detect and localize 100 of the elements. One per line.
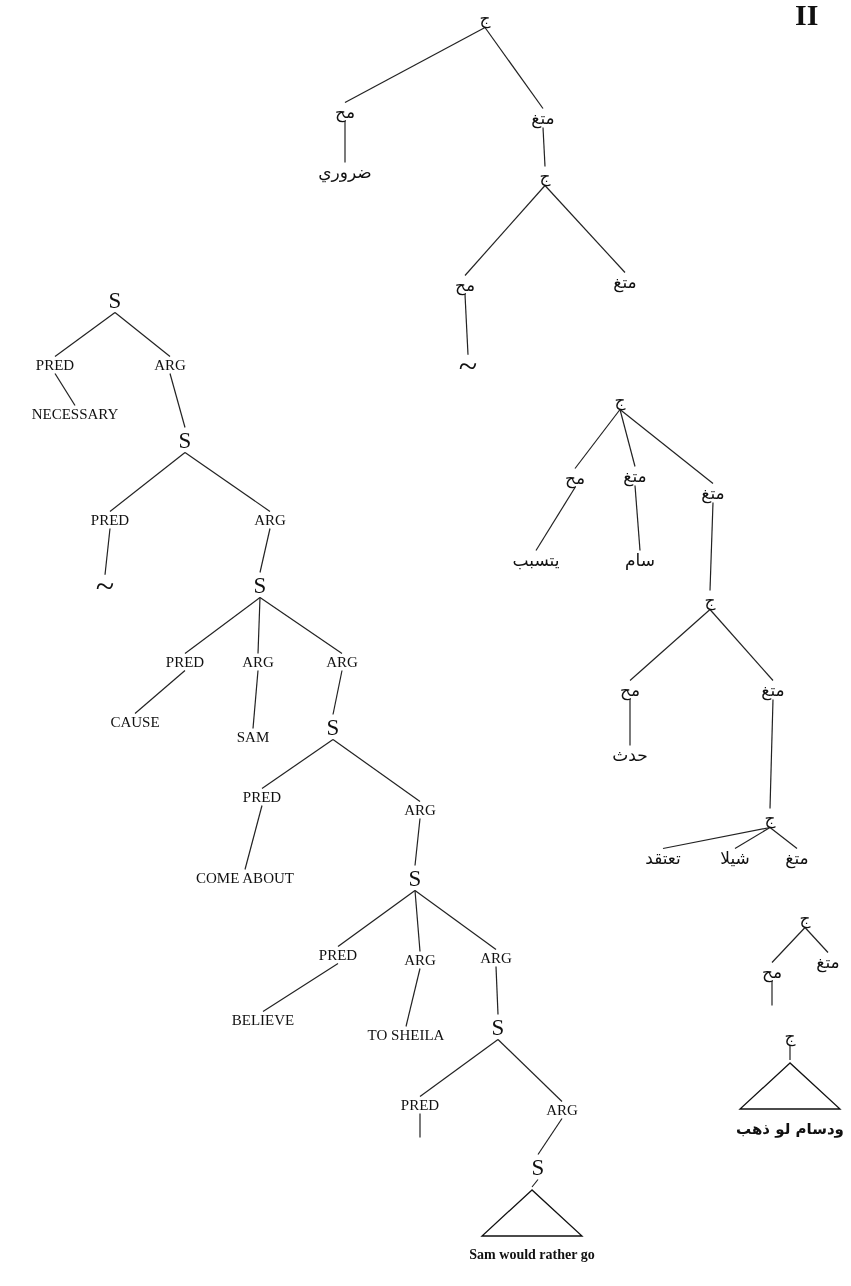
category-label: S [106,287,124,313]
tree-label: ARG [324,653,360,671]
tree-label: ARG [402,951,438,969]
tree-label: PRED [33,356,77,374]
tree-branch [257,596,261,655]
tree-branch [484,26,544,110]
tree-label: مح [759,962,785,982]
tree-label: ARG [252,511,288,529]
tree-branch [259,527,271,574]
tree-branch [109,451,186,513]
tree-branch [734,826,771,850]
tree-branch [629,608,711,682]
tree-label: PRED [88,511,132,529]
tree-label: سام [623,550,657,570]
tree-branch [261,738,334,790]
tree-label: CAUSE [108,713,162,731]
tree-label: ARG [152,356,188,374]
tree-label: شيلا [718,848,752,868]
tree-label: مح [617,680,643,700]
tree-label: متغ [814,952,842,972]
tree-branch [114,311,171,358]
tree-branch [544,184,626,274]
tree-branch [574,408,621,470]
tree-branch [134,669,186,715]
figure-label: II [795,0,819,30]
tree-label: ج [537,166,553,186]
tree-label: يتسبب [510,550,562,570]
tree-branch [497,1038,563,1103]
tree-label: ج [797,908,813,928]
category-label: S [406,865,424,891]
tree-label: ج [782,1026,798,1046]
tree-branch [414,889,497,951]
tree-label: متغ [759,680,787,700]
tree-branch [709,501,714,592]
tree-label: ج [762,808,778,828]
tree-branch [414,889,421,953]
tree-branch [542,126,546,168]
tree-label: متغ [783,848,811,868]
tree-branch [619,408,636,468]
category-label: S [251,572,269,598]
tree-branch [262,962,339,1013]
tree-branch [337,889,416,948]
tree-label: PRED [163,653,207,671]
tree-branch [771,980,773,1007]
tilde-symbol: ~ [93,574,117,598]
tree-branch [405,967,421,1028]
tree-branch [414,817,421,867]
tree-label: متغ [611,272,639,292]
tree-label: ج [612,390,628,410]
tree-label: مح [562,468,588,488]
category-label: S [324,714,342,740]
tree-branch [769,698,774,810]
tree-branch [789,1044,791,1061]
tree-label: SAM [234,728,272,746]
tree-branch [104,527,111,576]
tree-branch [419,1038,499,1098]
tree-branch [495,965,499,1016]
tree-branch [619,408,714,485]
category-label: S [529,1154,547,1180]
tree-branch [419,1112,421,1139]
tree-label: BELIEVE [229,1011,297,1029]
tree-branch [535,486,576,552]
tree-label: مح [332,102,358,122]
phrase-label: Sam would rather go [469,1247,595,1263]
tree-branch [332,669,343,716]
tree-branch [259,596,343,655]
tree-branch [804,926,829,954]
tree-branch [54,311,116,358]
tree-label: ARG [240,653,276,671]
category-label: S [489,1014,507,1040]
tree-label: ARG [402,801,438,819]
tree-branch [709,608,774,682]
triangle-symbol [478,1187,586,1239]
tree-branch [531,1178,539,1188]
tree-label: PRED [240,788,284,806]
tree-label: PRED [398,1096,442,1114]
tree-label: ARG [544,1101,580,1119]
tree-label: متغ [699,483,727,503]
tree-label: ج [702,590,718,610]
tree-branch [169,372,186,429]
tree-label: COME ABOUT [194,869,296,887]
tree-branch [769,826,798,850]
triangle-symbol [736,1060,844,1112]
tilde-symbol: ~ [456,354,480,378]
tree-label: NECESSARY [29,405,121,423]
phrase-label: ودسام لو ذهب [736,1120,844,1138]
tree-label: ج [477,8,493,28]
tree-label: PRED [316,946,360,964]
tree-label: متغ [529,108,557,128]
tree-label: حدث [610,745,650,765]
tree-label: تعتقد [643,848,683,868]
tree-branch [252,669,259,730]
category-label: S [176,427,194,453]
tree-label: مح [452,275,478,295]
tree-label: ARG [478,949,514,967]
tree-label: ضروري [316,162,374,182]
tree-label: متغ [621,466,649,486]
tree-branch [54,372,76,407]
tree-branch [184,451,271,513]
tree-branch [634,484,641,552]
